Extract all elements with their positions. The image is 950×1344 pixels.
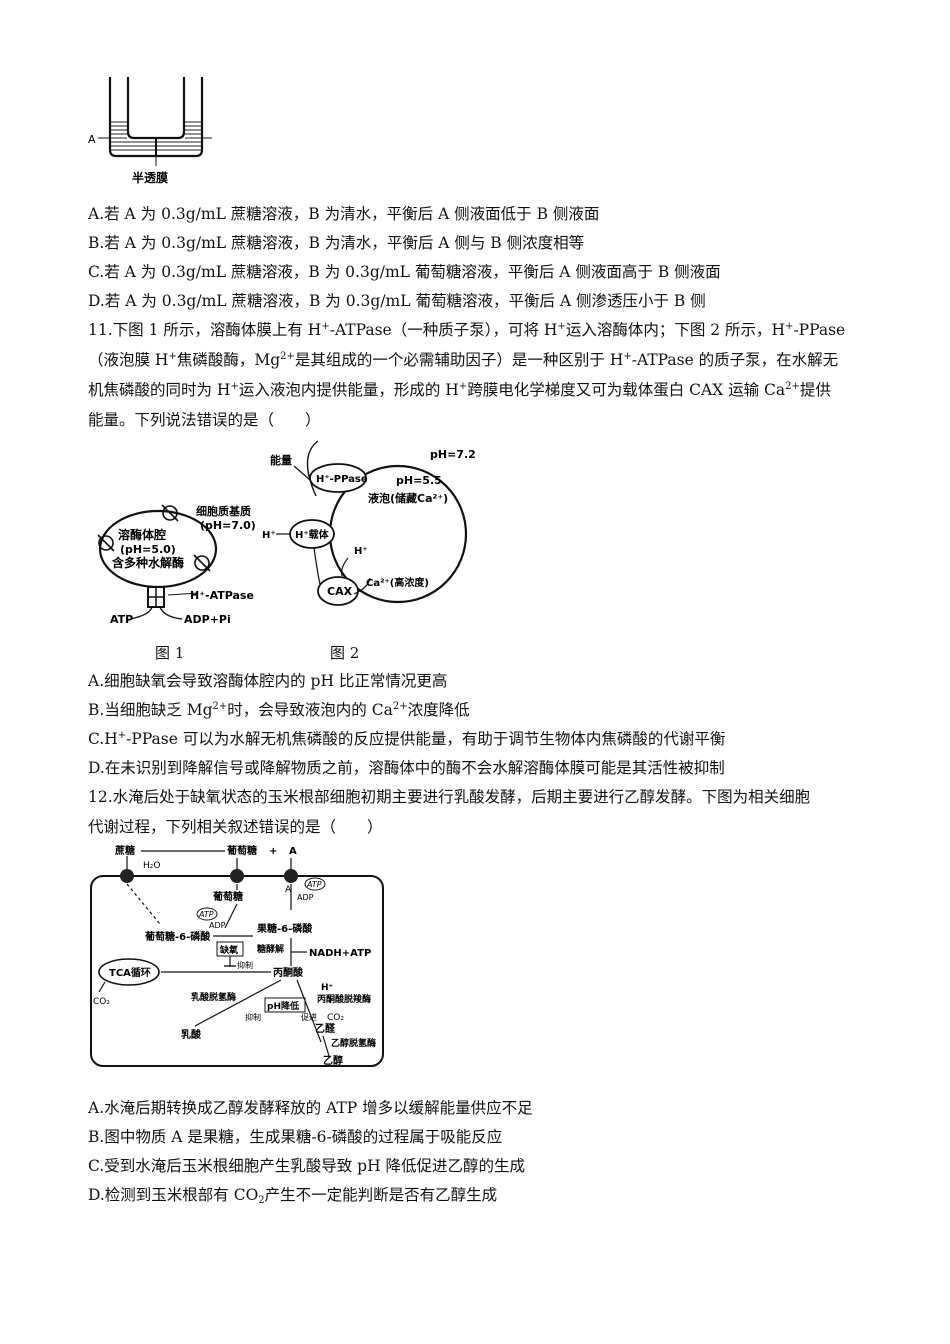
q11-stem-line4: 能量。下列说法错误的是（ ） <box>88 411 321 429</box>
atp-label-1: ATP <box>198 910 214 919</box>
figure-2-vacuole: pH=7.2 pH=5.5 液泡(储藏Ca²⁺) H⁺-PPase 能量 H⁺载… <box>258 436 478 616</box>
q11-option-c: C.H+-PPase 可以为水解无机焦磷酸的反应提供能量，有助于调节生物体内焦磷… <box>88 730 726 748</box>
q12-stem-line1: 12.水淹后处于缺氧状态的玉米根部细胞初期主要进行乳酸发酵，后期主要进行乙醇发酵… <box>88 788 811 806</box>
q12-option-d: D.检测到玉米根部有 CO2产生不一定能判断是否有乙醇生成 <box>88 1186 498 1206</box>
h2-label: H⁺ <box>354 546 368 557</box>
ppase-label: H⁺-PPase <box>316 474 368 485</box>
pump-label: H⁺-ATPase <box>190 589 254 602</box>
co2-label: CO₂ <box>93 997 110 1007</box>
lumen-ph: (pH=5.0) <box>120 543 176 556</box>
matrix-ph: (pH=7.0) <box>200 519 256 532</box>
cax-label: CAX <box>327 585 353 598</box>
q12-stem-line2: 代谢过程，下列相关叙述错误的是（ ） <box>88 818 383 836</box>
q11-stem-line2: （液泡膜 H+焦磷酸酶，Mg2+是其组成的一个必需辅助因子）是一种区别于 H+-… <box>88 351 839 369</box>
ph-out: pH=7.2 <box>430 448 476 461</box>
g6p-label: 葡萄糖-6-磷酸 <box>144 930 211 943</box>
q11-stem-line1: 11.下图 1 所示，溶酶体膜上有 H+-ATPase（一种质子泵），可将 H+… <box>88 321 846 339</box>
u-tube-figure: A 半透膜 <box>80 72 220 190</box>
figure-1-caption: 图 1 <box>155 644 185 662</box>
pdc-label: 丙酮酸脱羧酶 <box>317 993 371 1005</box>
a2-label: A <box>285 885 292 895</box>
ph-in: pH=5.5 <box>396 474 442 487</box>
q11-option-d: D.在未识别到降解信号或降解物质之前，溶酶体中的酶不会水解溶酶体膜可能是其活性被… <box>88 759 725 777</box>
membrane-label: 半透膜 <box>132 170 168 185</box>
label-a: A <box>88 133 96 146</box>
lumen-label: 溶酶体腔 <box>118 527 166 542</box>
acetaldehyde-label: 乙醛 <box>315 1022 336 1035</box>
glucose-label: 葡萄糖 <box>226 844 257 857</box>
q11-option-a: A.细胞缺氧会导致溶酶体腔内的 pH 比正常情况更高 <box>88 672 448 690</box>
inhibit-label: 抑制 <box>237 960 253 970</box>
q10-option-c: C.若 A 为 0.3g/mL 蔗糖溶液，B 为 0.3g/mL 葡萄糖溶液，平… <box>88 263 721 281</box>
q10-option-a: A.若 A 为 0.3g/mL 蔗糖溶液，B 为清水，平衡后 A 侧液面低于 B… <box>88 205 600 223</box>
inhibit2-label: 抑制 <box>245 1012 261 1022</box>
lactate-label: 乳酸 <box>181 1028 202 1041</box>
pyruvate-label: 丙酮酸 <box>273 966 304 979</box>
h-label: H⁺ <box>262 530 276 541</box>
nadh-label: NADH+ATP <box>309 948 371 959</box>
h-label-2: H⁺ <box>321 983 334 993</box>
ethanol-label: 乙醇 <box>323 1054 343 1067</box>
ph-low-label: pH降低 <box>267 1000 299 1012</box>
adp-label: ADP+Pi <box>184 613 231 626</box>
q11-stem-line3: 机焦磷酸的同时为 H+运入液泡内提供能量，形成的 H+跨膜电化学梯度又可为载体蛋… <box>88 381 831 399</box>
promote-label: 促进 <box>301 1012 317 1022</box>
atp-label: ATP <box>110 613 133 626</box>
metabolism-figure: 蔗糖 H₂O 葡萄糖 + A 葡萄糖 ATP ADP ATP ADP A 葡萄糖… <box>85 842 390 1072</box>
adh-label: 乙醇脱氢酶 <box>331 1037 376 1049</box>
figure-2-caption: 图 2 <box>330 644 360 662</box>
a-label: A <box>289 846 297 857</box>
hypoxia-label: 缺氧 <box>219 944 238 956</box>
q10-option-b: B.若 A 为 0.3g/mL 蔗糖溶液，B 为清水，平衡后 A 侧与 B 侧浓… <box>88 234 585 252</box>
carrier-label: H⁺载体 <box>295 528 330 541</box>
energy-label: 能量 <box>270 453 292 467</box>
glycolysis-label: 糖酵解 <box>257 943 284 955</box>
q11-option-b: B.当细胞缺乏 Mg2+时，会导致液泡内的 Ca2+浓度降低 <box>88 701 470 719</box>
q10-option-d: D.若 A 为 0.3g/mL 蔗糖溶液，B 为 0.3g/mL 葡萄糖溶液，平… <box>88 292 706 310</box>
adp-label-2: ADP <box>297 893 314 902</box>
q12-option-b: B.图中物质 A 是果糖，生成果糖-6-磷酸的过程属于吸能反应 <box>88 1128 503 1146</box>
matrix-label: 细胞质基质 <box>196 504 251 518</box>
atp-label-2: ATP <box>306 880 322 889</box>
co2b-label: CO₂ <box>327 1013 344 1023</box>
glucose-in-label: 葡萄糖 <box>212 890 243 903</box>
figure-1-lysosome: 溶酶体腔 (pH=5.0) 含多种水解酶 细胞质基质 (pH=7.0) H⁺-A… <box>90 495 270 630</box>
adp-label-1: ADP <box>209 921 226 930</box>
q12-option-a: A.水淹后期转换成乙醇发酵释放的 ATP 增多以缓解能量供应不足 <box>88 1099 533 1117</box>
ldh-label: 乳酸脱氢酶 <box>191 991 236 1003</box>
ca-label: Ca²⁺(高浓度) <box>366 576 429 589</box>
tca-label: TCA循环 <box>109 966 151 979</box>
f6p-label: 果糖-6-磷酸 <box>256 922 313 935</box>
q12-option-c: C.受到水淹后玉米根细胞产生乳酸导致 pH 降低促进乙醇的生成 <box>88 1157 526 1175</box>
enzymes-label: 含多种水解酶 <box>112 555 184 570</box>
vacuole-label: 液泡(储藏Ca²⁺) <box>368 491 448 505</box>
sucrose-label: 蔗糖 <box>114 844 135 857</box>
plus-label: + <box>269 846 277 857</box>
h2o-label: H₂O <box>143 861 160 871</box>
